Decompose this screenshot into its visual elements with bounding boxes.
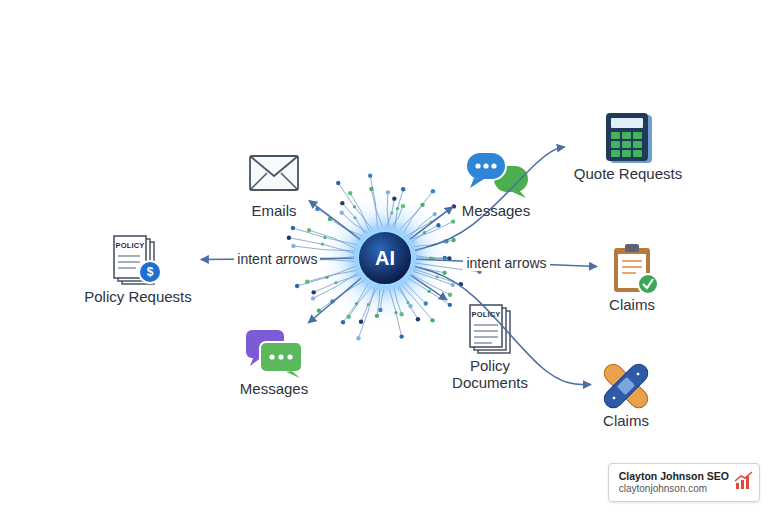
- node-label: Messages: [462, 202, 530, 219]
- chat-icon: [466, 152, 528, 198]
- intent-arrow: [308, 278, 361, 323]
- node-label: Clayton Johnson SEO: [619, 470, 729, 483]
- edge-label: intent arrows: [234, 251, 320, 267]
- node-label: Claims: [603, 412, 649, 429]
- chat-icon: [246, 330, 302, 378]
- bandage-icon: [601, 361, 652, 412]
- message-node: Messages: [234, 326, 314, 401]
- node-label: Policy Documents: [448, 357, 532, 391]
- envelope-icon: [250, 156, 298, 190]
- ai-core: AI: [357, 230, 413, 286]
- email-node: Emails: [242, 148, 306, 223]
- clipboard-icon: [614, 244, 658, 294]
- calculator-icon: [606, 113, 652, 163]
- policy-request-icon: [114, 236, 161, 284]
- icon-text: POLICY: [115, 241, 144, 250]
- policy-document-icon: [470, 305, 510, 353]
- message-node: Messages: [456, 148, 536, 223]
- quote-request-node: Quote Requests: [568, 111, 688, 186]
- node-label: Emails: [251, 202, 296, 219]
- watermark-box: Clayton Johnson SEOclaytonjohnson.com: [608, 463, 760, 502]
- node-label: AI: [375, 247, 395, 270]
- node-label: Policy Requests: [84, 288, 192, 305]
- intent-arrow: [415, 147, 565, 250]
- icon-text: POLICY: [471, 310, 500, 319]
- node-label: Claims: [609, 296, 655, 313]
- intent-arrow: [309, 200, 360, 239]
- node-label: Messages: [240, 380, 308, 397]
- node-label: Quote Requests: [574, 165, 682, 182]
- intent-arrow: [410, 207, 453, 240]
- intent-arrow: [411, 275, 447, 300]
- node-label: claytonjohnson.com: [619, 483, 729, 495]
- claim-node: Claims: [594, 358, 658, 433]
- chart-logo: [734, 471, 754, 491]
- claim-node: Claims: [600, 242, 664, 317]
- edge-label: intent arrows: [463, 255, 549, 271]
- currency-symbol: $: [147, 265, 154, 279]
